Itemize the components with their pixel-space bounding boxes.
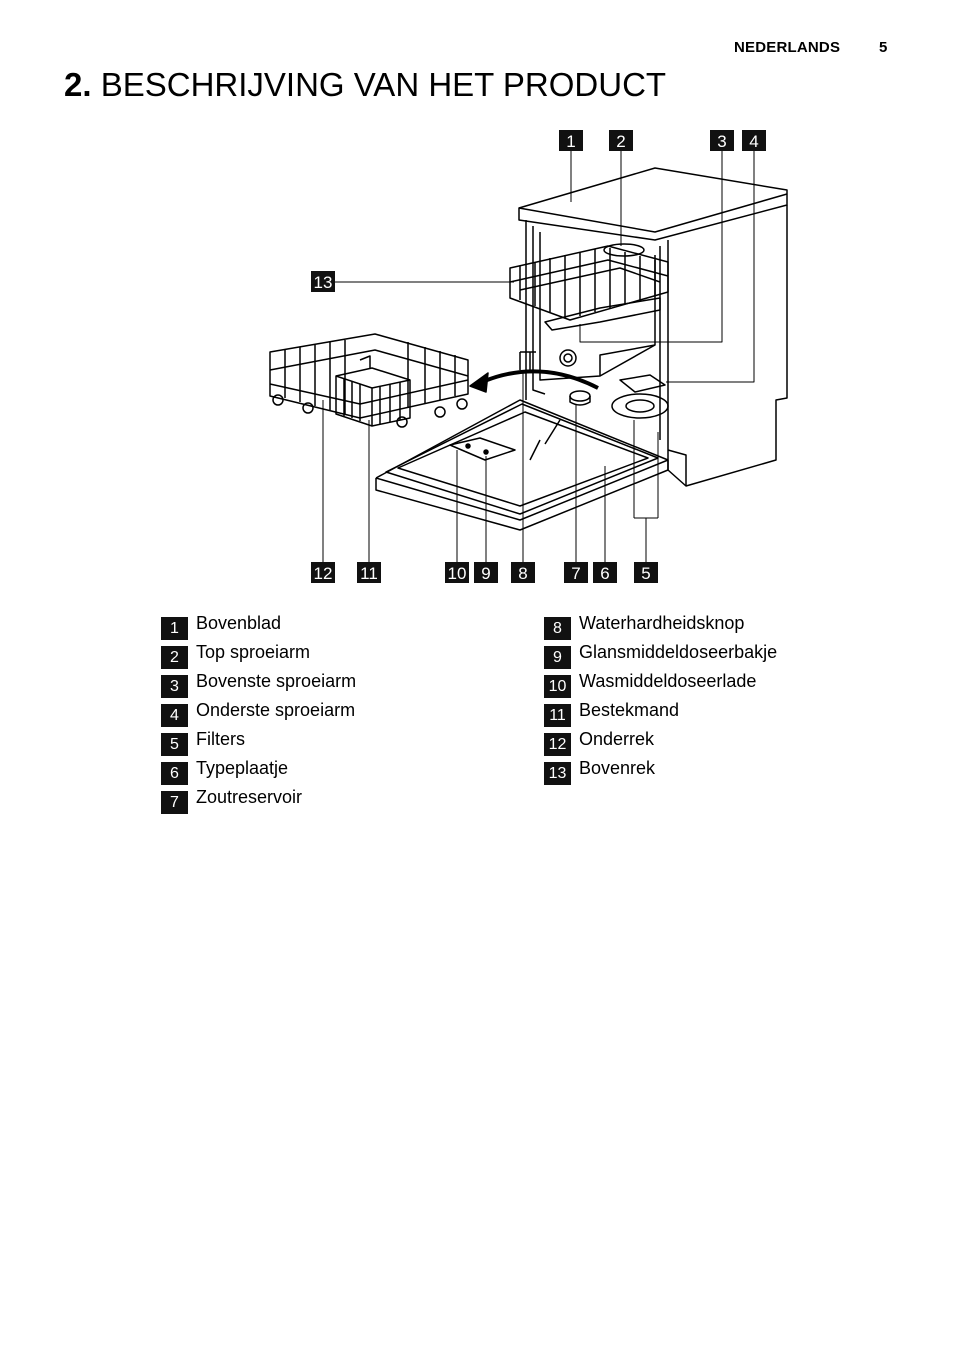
legend-label: Bovenste sproeiarm (196, 671, 357, 691)
svg-text:4: 4 (749, 132, 758, 151)
legend-number: 10 (544, 675, 571, 698)
legend-label: Bovenblad (196, 613, 282, 633)
callout-13: 13 (311, 271, 335, 292)
legend-number: 3 (161, 675, 188, 698)
pull-out-arrow (481, 369, 599, 390)
legend-number: 13 (544, 762, 571, 785)
hardness-knob-shape (559, 349, 577, 367)
section-title-text: BESCHRIJVING VAN HET PRODUCT (100, 66, 667, 103)
callout-6: 6 (593, 562, 617, 583)
page-number: 5 (879, 39, 888, 56)
legend-label: Zoutreservoir (196, 787, 303, 807)
callout-9: 9 (474, 562, 498, 583)
legend-number: 6 (161, 762, 188, 785)
svg-text:9: 9 (481, 564, 490, 583)
svg-text:1: 1 (566, 132, 575, 151)
svg-text:7: 7 (571, 564, 580, 583)
svg-text:2: 2 (616, 132, 625, 151)
header-language: NEDERLANDS (734, 39, 841, 56)
leader-lines (322, 150, 755, 562)
top-spray-arm-shape (603, 243, 645, 257)
svg-text:3: 3 (717, 132, 726, 151)
legend-label: Glansmiddeldoseerbakje (579, 642, 778, 662)
legend-number: 12 (544, 733, 571, 756)
legend-label: Top sproeiarm (196, 642, 311, 662)
legend-label: Waterhardheidsknop (579, 613, 745, 633)
legend-label: Typeplaatje (196, 758, 289, 778)
callout-12: 12 (311, 562, 335, 583)
section-title: 2. BESCHRIJVING VAN HET PRODUCT (64, 66, 666, 104)
upper-rack-shape (509, 245, 669, 331)
legend-number: 8 (544, 617, 571, 640)
svg-text:13: 13 (314, 273, 333, 292)
svg-text:10: 10 (448, 564, 467, 583)
salt-reservoir-shape (569, 390, 591, 402)
callout-1: 1 (559, 130, 583, 151)
page-header: NEDERLANDS 5 (0, 39, 954, 59)
legend-label: Onderste sproeiarm (196, 700, 356, 720)
callout-7: 7 (564, 562, 588, 583)
legend-label: Filters (196, 729, 245, 749)
svg-text:11: 11 (360, 564, 378, 583)
legend-number: 9 (544, 646, 571, 669)
legend-number: 11 (544, 704, 571, 727)
legend-number: 2 (161, 646, 188, 669)
callout-3: 3 (710, 130, 734, 151)
callout-11: 11 (357, 562, 381, 583)
legend-number: 4 (161, 704, 188, 727)
svg-text:12: 12 (314, 564, 333, 583)
svg-text:8: 8 (518, 564, 527, 583)
cutlery-basket-shape (335, 355, 411, 427)
cabinet-shape (525, 205, 788, 487)
legend-number: 5 (161, 733, 188, 756)
svg-text:5: 5 (641, 564, 650, 583)
callout-4: 4 (742, 130, 766, 151)
legend-number: 1 (161, 617, 188, 640)
callout-5: 5 (634, 562, 658, 583)
callout-2: 2 (609, 130, 633, 151)
legend-number: 7 (161, 791, 188, 814)
lower-rack-shape (269, 333, 469, 428)
legend-label: Onderrek (579, 729, 655, 749)
dishwasher-diagram: 1 2 3 4 13 12 11 10 9 8 7 6 5 (269, 130, 788, 583)
legend-label: Bovenrek (579, 758, 656, 778)
callouts: 1 2 3 4 13 12 11 10 9 8 7 6 5 (311, 130, 766, 583)
callout-8: 8 (511, 562, 535, 583)
section-number: 2. (64, 66, 92, 103)
svg-text:6: 6 (600, 564, 609, 583)
worktop-shape (518, 167, 788, 241)
legend-label: Bestekmand (579, 700, 680, 720)
filter-shape (611, 393, 669, 419)
door-shape (375, 399, 669, 531)
callout-10: 10 (445, 562, 469, 583)
legend-label: Wasmiddeldoseerlade (579, 671, 757, 691)
